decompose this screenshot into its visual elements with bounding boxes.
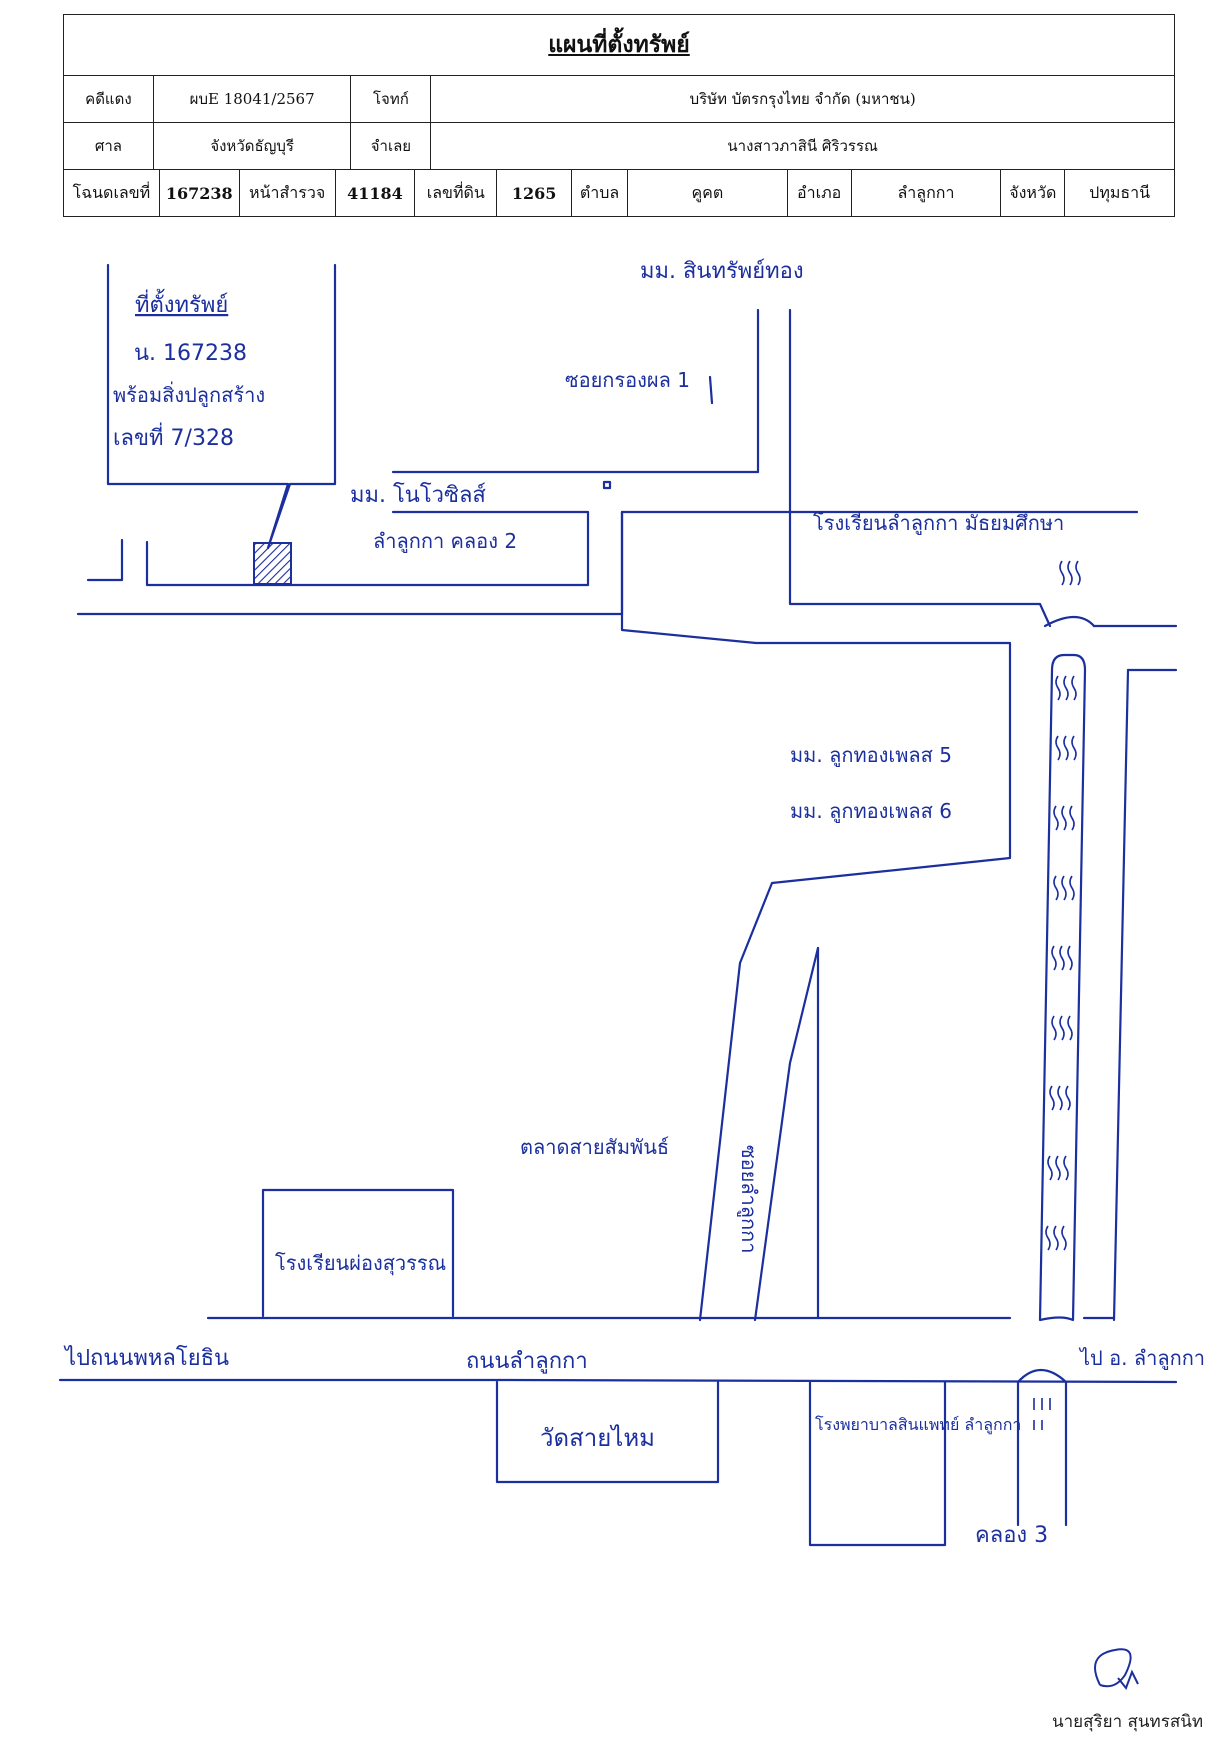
- survey-label: หน้าสำรวจ: [240, 170, 336, 216]
- canal-3-lower: [1016, 1368, 1068, 1527]
- road-left-upper: [86, 538, 124, 582]
- subdistrict-name: คูคต: [628, 170, 788, 216]
- land-number: 1265: [497, 170, 573, 216]
- property-parcel: [253, 542, 292, 585]
- row-court: ศาล จังหวัดธัญบุรี จำเลย นางสาวภาสินี ศิ…: [64, 123, 1174, 170]
- map-drawing: ที่ตั้งทรัพย์ น. 167238 พร้อมสิ่งปลูกสร้…: [58, 259, 1205, 1690]
- canal-3-upper: [1043, 615, 1096, 628]
- soi-top-left: [391, 308, 760, 474]
- deed-number: 167238: [160, 170, 240, 216]
- label-market: ตลาดสายสัมพันธ์: [520, 1135, 669, 1159]
- deed-label: โฉนดเลขที่: [64, 170, 160, 216]
- plaintiff-name: บริษัท บัตรกรุงไทย จำกัด (มหาชน): [689, 90, 916, 108]
- label-canal2: ลำลูกกา คลอง 2: [373, 529, 517, 554]
- label-temple: วัดสายไหม: [540, 1424, 655, 1452]
- label-school-bottom: โรงเรียนผ่องสุวรรณ: [275, 1251, 446, 1276]
- header-table: แผนที่ตั้งทรัพย์ คดีแดง ผบE 18041/2567 โ…: [63, 14, 1175, 217]
- canal-squiggles: [1033, 560, 1081, 1430]
- label-property-house: เลขที่ 7/328: [113, 422, 234, 451]
- hospital-box: [808, 1380, 947, 1547]
- label-village-5: มม. ลูกทองเพลส 5: [790, 743, 952, 768]
- district-name: ลำลูกกา: [852, 170, 1002, 216]
- province-label: จังหวัด: [1001, 170, 1066, 216]
- subdistrict-label: ตำบล: [572, 170, 628, 216]
- school-bottom-box: [261, 1188, 455, 1318]
- survey-number: 41184: [336, 170, 416, 216]
- label-school-top-text: โรงเรียนลำลูกกา มัธยมศึกษา: [813, 511, 1064, 536]
- label-school-top: โรงเรียนลำลูกกา มัธยมศึกษา: [813, 511, 1064, 536]
- page-title: แผนที่ตั้งทรัพย์: [548, 31, 690, 58]
- road-upper-edge: [145, 510, 590, 587]
- signature-name: นายสุริยา สุนทรสนิท: [1052, 1712, 1204, 1732]
- land-label: เลขที่ดิน: [415, 170, 498, 216]
- right-road-line: [1112, 668, 1130, 1322]
- label-village-6: มม. ลูกทองเพลส 6: [790, 799, 952, 824]
- small-marker: [602, 480, 612, 490]
- title-row: แผนที่ตั้งทรัพย์: [64, 15, 1174, 76]
- road-center: [620, 510, 1012, 1322]
- defendant-name: นางสาวภาสินี ศิริวรรณ: [727, 137, 878, 155]
- main-road-bottom: [498, 1378, 1178, 1384]
- district-label: อำเภอ: [788, 170, 852, 216]
- court-label: ศาล: [64, 123, 154, 169]
- label-to-left: ไปถนนพหลโยธิน: [63, 1345, 229, 1371]
- label-property-title: ที่ตั้งทรัพย์: [135, 289, 228, 318]
- label-hospital: โรงพยาบาลสินแพทย์ ลำลูกกา: [815, 1415, 1021, 1435]
- soi-diagonal: [753, 946, 820, 1322]
- signature-mark: [1094, 1648, 1139, 1690]
- label-soi-top: ซอยกรองผล 1: [565, 368, 690, 392]
- province-name: ปทุมธานี: [1089, 182, 1151, 202]
- defendant-label: จำเลย: [351, 123, 432, 169]
- short-road: [708, 375, 714, 405]
- plaintiff-label: โจทก์: [351, 76, 432, 122]
- temple-box: [495, 1380, 720, 1484]
- label-village-noble: มม. โนโวซิลส์: [350, 482, 486, 508]
- label-to-right: ไป อ. ลำลูกกา: [1078, 1346, 1205, 1371]
- canal-3-strip: [1038, 653, 1087, 1322]
- label-canal3: คลอง 3: [975, 1523, 1048, 1548]
- case-label: คดีแดง: [64, 76, 154, 122]
- soi-top-right: [788, 308, 1052, 628]
- case-number: ผบE 18041/2567: [154, 76, 352, 122]
- label-soi-side: ซอยลำลูกกา: [736, 1145, 761, 1254]
- label-main-road: ถนนลำลูกกา: [466, 1349, 588, 1374]
- court-name: จังหวัดธัญบุรี: [154, 123, 352, 169]
- label-property-note: พร้อมสิ่งปลูกสร้าง: [113, 381, 265, 408]
- row-case: คดีแดง ผบE 18041/2567 โจทก์ บริษัท บัตรก…: [64, 76, 1174, 123]
- location-map: ที่ตั้งทรัพย์ น. 167238 พร้อมสิ่งปลูกสร้…: [0, 230, 1227, 1742]
- label-property-deed: น. 167238: [134, 341, 247, 366]
- label-village-top: มม. สินทรัพย์ทอง: [640, 259, 804, 284]
- row-deed: โฉนดเลขที่ 167238 หน้าสำรวจ 41184 เลขที่…: [64, 170, 1174, 216]
